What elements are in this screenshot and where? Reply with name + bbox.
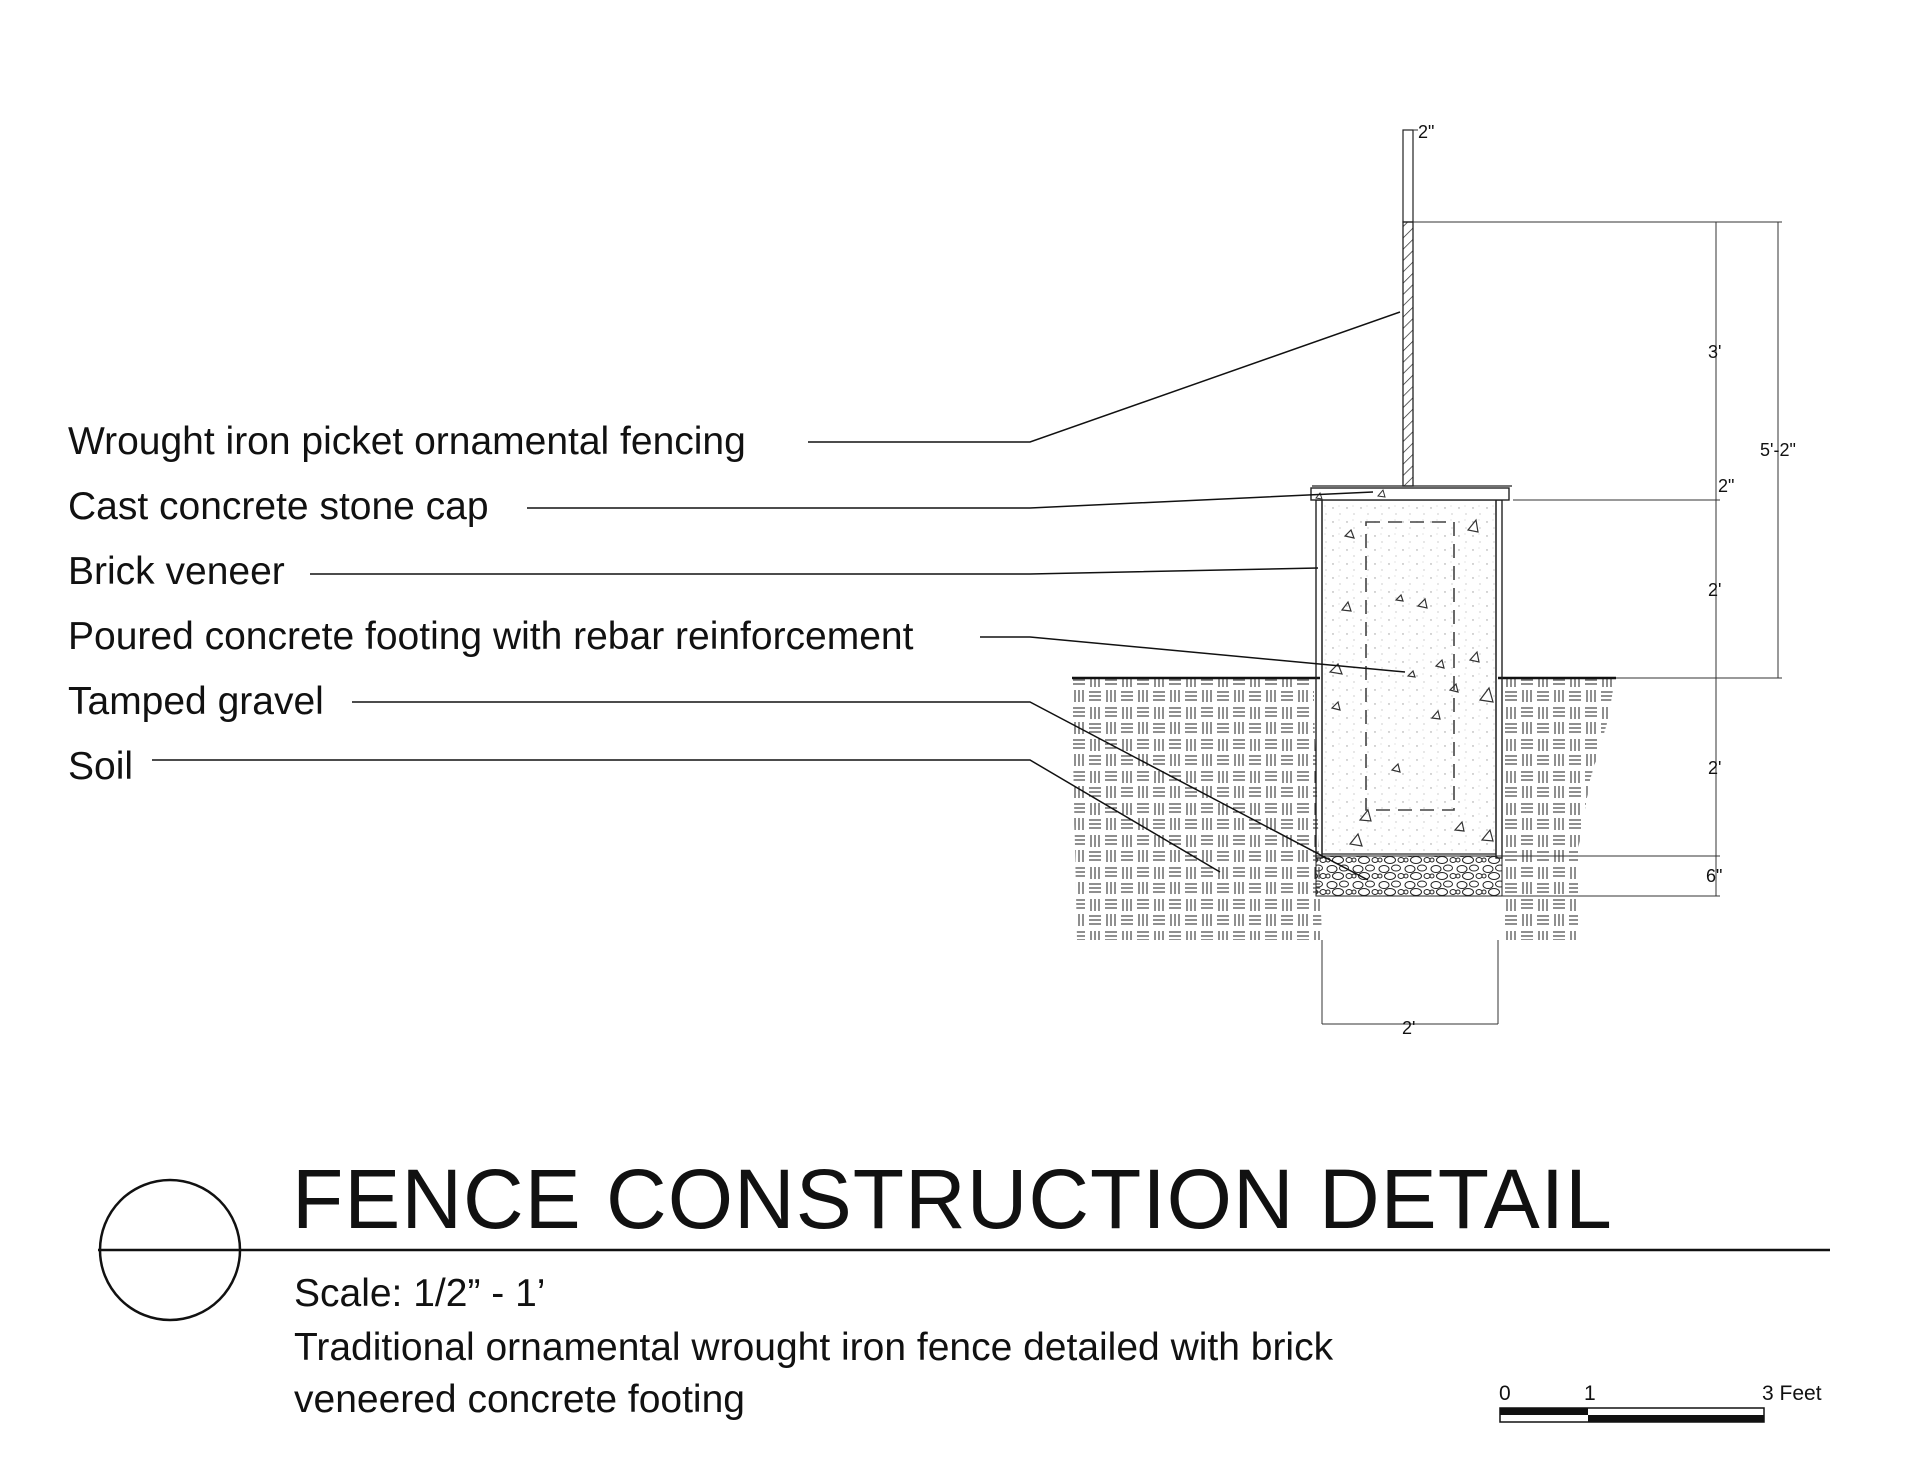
dim-footing-width: 2' — [1402, 1018, 1415, 1038]
aggregate-marks — [1328, 518, 1494, 847]
scale-label-0: 0 — [1499, 1382, 1511, 1405]
callout-stone-cap: Cast concrete stone cap — [68, 485, 489, 528]
callout-fencing: Wrought iron picket ornamental fencing — [68, 420, 746, 463]
dim-footing-below-grade: 2' — [1708, 758, 1721, 778]
callout-brick-veneer: Brick veneer — [68, 550, 285, 593]
leader-lines — [152, 311, 1406, 881]
dim-overall-height: 5'-2" — [1760, 440, 1796, 460]
concrete-footing — [1321, 499, 1497, 855]
dim-cap-thickness: 2" — [1718, 476, 1734, 496]
callout-labels: Wrought iron picket ornamental fencing C… — [68, 420, 914, 788]
scale-label-1: 1 — [1584, 1382, 1596, 1405]
description-line-2: veneered concrete footing — [294, 1378, 745, 1421]
title-block: FENCE CONSTRUCTION DETAIL Scale: 1/2” - … — [98, 1152, 1830, 1421]
tamped-gravel — [1315, 855, 1503, 897]
scale-note: Scale: 1/2” - 1’ — [294, 1272, 545, 1315]
soil-section — [1072, 678, 1615, 940]
dim-picket-width: 2" — [1418, 122, 1434, 142]
dim-fence-height: 3' — [1708, 342, 1721, 362]
dimension-labels: 2" 3' 5'-2" 2" 2' 2' 6" 2' — [1402, 122, 1796, 1038]
wrought-iron-picket — [1402, 129, 1414, 487]
rebar-cage — [1365, 521, 1455, 811]
callout-concrete-footing: Poured concrete footing with rebar reinf… — [68, 615, 914, 658]
scale-label-3: 3 Feet — [1762, 1382, 1822, 1405]
description-line-1: Traditional ornamental wrought iron fenc… — [294, 1326, 1334, 1369]
dim-gravel-depth: 6" — [1706, 866, 1722, 886]
callout-tamped-gravel: Tamped gravel — [68, 680, 324, 723]
dim-pier-above-grade: 2' — [1708, 580, 1721, 600]
scale-bar: 0 1 3 Feet — [1499, 1382, 1822, 1423]
callout-soil: Soil — [68, 745, 133, 788]
dimension-lines — [1321, 129, 1782, 1025]
detail-title: FENCE CONSTRUCTION DETAIL — [292, 1152, 1613, 1246]
